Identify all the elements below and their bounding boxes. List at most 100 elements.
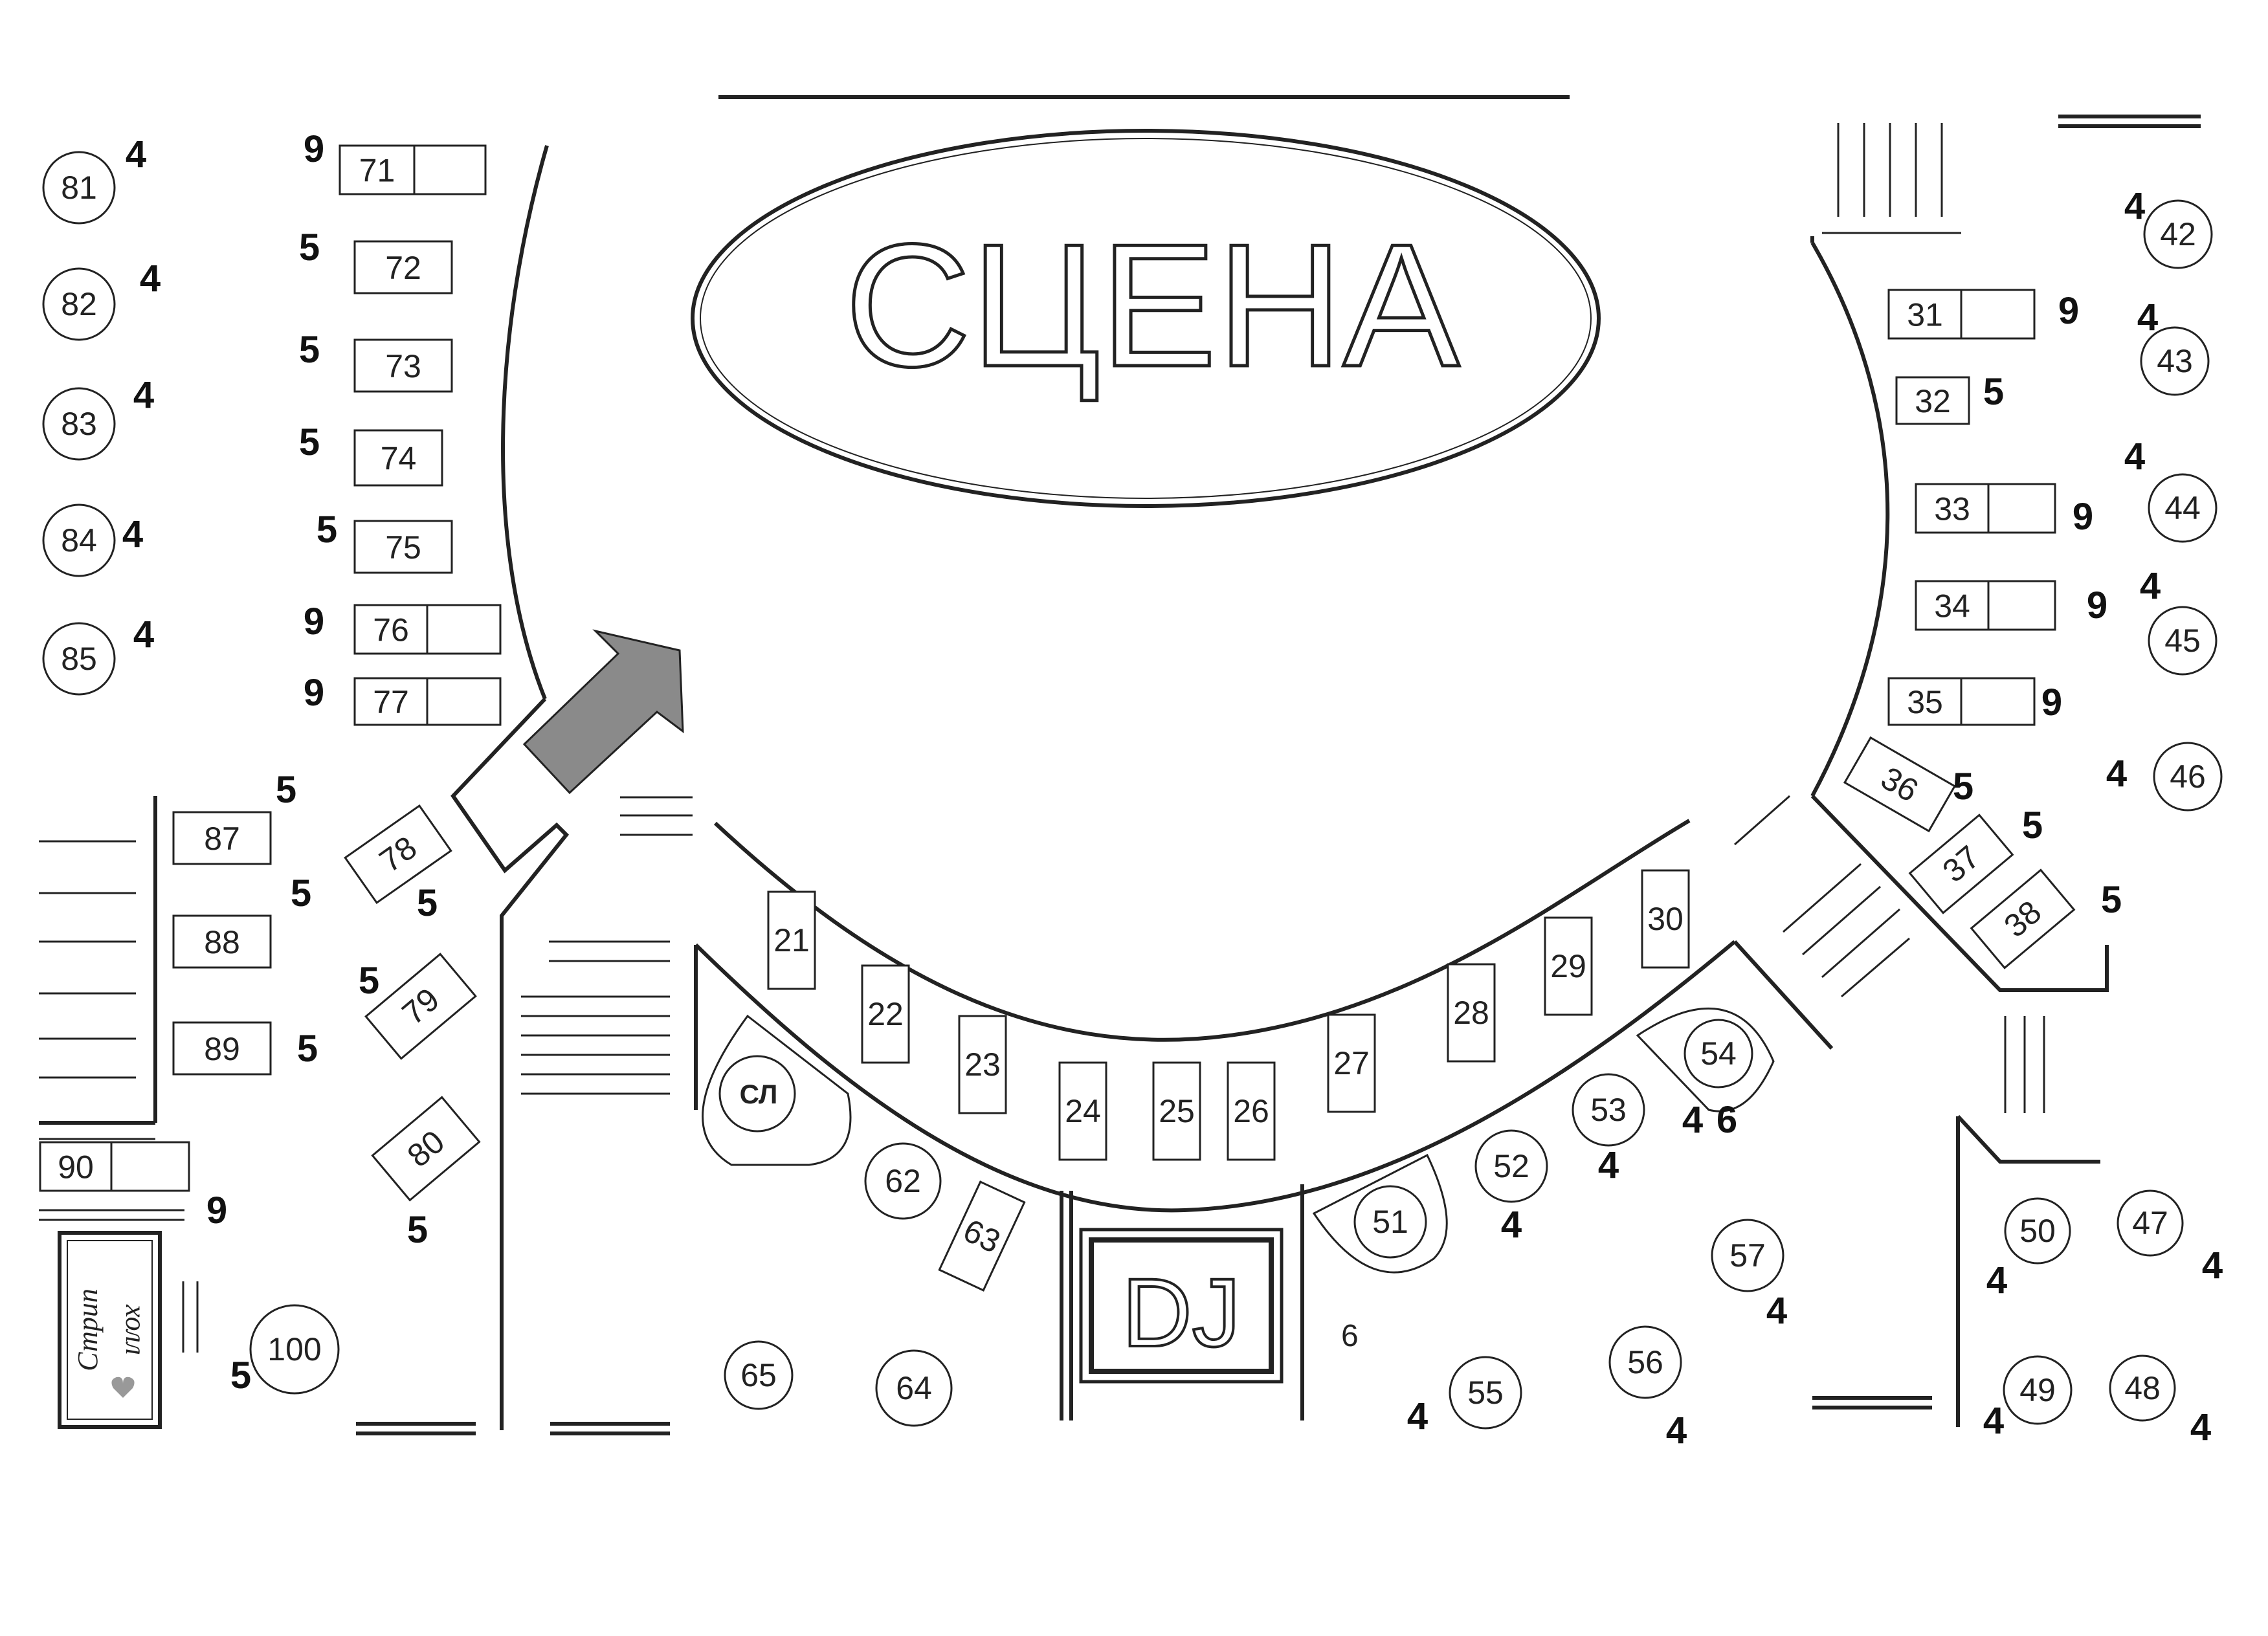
sl-booth[interactable]: СЛ (702, 1014, 852, 1166)
table-number: 27 (1333, 1045, 1370, 1081)
bottom-wall-b (550, 1422, 670, 1435)
table-31[interactable]: 31 9 (1887, 289, 2079, 340)
table-80[interactable]: 805 (371, 1096, 481, 1251)
table-number: 29 (1550, 948, 1586, 984)
circle-table-capacity: 4 (1682, 1099, 1703, 1141)
circle-table-43[interactable]: 434 (2137, 296, 2210, 396)
circle-table-capacity: 4 (2202, 1244, 2223, 1287)
circle-table-number: 47 (2132, 1205, 2168, 1241)
stage-label: СЦЕНА (845, 208, 1460, 403)
table-25[interactable]: 25 (1152, 1061, 1201, 1161)
circle-table-number: 53 (1590, 1092, 1627, 1128)
table-90[interactable]: 909 (39, 1141, 227, 1232)
circle-table-44[interactable]: 444 (2124, 436, 2218, 543)
table-capacity: 5 (359, 960, 379, 1002)
table-number: 28 (1453, 995, 1489, 1031)
table-24[interactable]: 24 (1058, 1061, 1107, 1161)
circle-table-49[interactable]: 494 (1983, 1355, 2073, 1442)
table-71[interactable]: 719 (304, 128, 487, 195)
circle-table-capacity: 4 (2140, 565, 2161, 607)
table-30[interactable]: 30 (1641, 869, 1690, 969)
circle-table-54[interactable]: 546 (1684, 1019, 1753, 1141)
table-74[interactable]: 745 (299, 421, 443, 487)
circle-table-46[interactable]: 464 (2106, 742, 2223, 812)
circle-table-62[interactable]: 62 (864, 1142, 942, 1220)
table-77[interactable]: 779 (304, 672, 502, 726)
table-87[interactable]: 875 (172, 769, 296, 865)
stage-front-edge (713, 819, 1691, 1042)
sl-label: СЛ (740, 1079, 778, 1109)
circle-table-number: 83 (61, 406, 97, 442)
circle-table-capacity: 4 (1666, 1409, 1687, 1452)
table-26[interactable]: 26 (1227, 1061, 1276, 1161)
dj-booth[interactable]: DJ (1079, 1228, 1284, 1384)
circle-table-57[interactable]: 574 (1711, 1219, 1787, 1332)
circle-table-48[interactable]: 484 (2109, 1354, 2211, 1448)
stairs-top-right (1822, 123, 1961, 234)
stairs-left-main (521, 940, 670, 1095)
circle-table-85[interactable]: 854 (42, 614, 154, 696)
circle-table-45[interactable]: 454 (2140, 565, 2218, 676)
table-72[interactable]: 725 (299, 227, 453, 294)
bottom-right-wall (1812, 1396, 1932, 1409)
table-number: 75 (385, 529, 421, 566)
stage[interactable]: СЦЕНА (691, 129, 1601, 508)
stairs-left-top (620, 796, 693, 836)
circle-table-capacity: 5 (230, 1354, 251, 1397)
table-number: 22 (867, 996, 904, 1032)
right-corner-wall (1810, 794, 2109, 992)
table-number: 35 (1907, 684, 1943, 720)
table-29[interactable]: 29 (1544, 916, 1593, 1016)
table-78[interactable]: 785 (344, 804, 452, 924)
circle-table-64[interactable]: 64 (875, 1349, 953, 1427)
circle-table-capacity: 4 (1983, 1400, 2004, 1442)
table-23[interactable]: 23 (958, 1015, 1007, 1114)
circle-table-56[interactable]: 564 (1608, 1325, 1687, 1452)
circle-table-55[interactable]: 554 (1407, 1356, 1522, 1437)
table-63[interactable]: 63 (938, 1180, 1026, 1292)
table-capacity: 9 (2058, 290, 2079, 332)
table-79[interactable]: 795 (359, 953, 477, 1060)
table-28[interactable]: 28 (1447, 963, 1496, 1063)
circle-table-82[interactable]: 824 (42, 258, 161, 341)
circle-table-42[interactable]: 424 (2124, 185, 2213, 269)
strip-hall[interactable]: Стрип холл (58, 1231, 162, 1429)
circle-table-83[interactable]: 834 (42, 374, 154, 461)
table-37[interactable]: 375 (1908, 804, 2043, 914)
circle-table-number: 62 (885, 1163, 921, 1199)
circle-table-capacity: 4 (1501, 1204, 1522, 1246)
left-stage-wall (501, 145, 549, 700)
circle-table-number: 84 (61, 522, 97, 558)
table-capacity: 9 (304, 601, 324, 643)
circle-table-capacity: 4 (140, 258, 161, 300)
table-27[interactable]: 27 (1327, 1013, 1376, 1113)
table-88[interactable]: 885 (172, 872, 311, 969)
table-73[interactable]: 735 (299, 329, 453, 393)
circle-table-number: 64 (896, 1370, 932, 1406)
circle-table-81[interactable]: 814 (42, 133, 146, 225)
circle-table-65[interactable]: 65 (724, 1340, 794, 1410)
circle-table-number: 52 (1493, 1148, 1529, 1184)
table90-wall (39, 1209, 184, 1221)
table-76[interactable]: 769 (304, 601, 502, 655)
table-capacity: 9 (2087, 584, 2107, 626)
circle-table-number: 56 (1627, 1344, 1663, 1380)
table-number: 31 (1907, 297, 1943, 333)
table-22[interactable]: 22 (861, 964, 910, 1064)
table-75[interactable]: 755 (317, 509, 453, 574)
table-21[interactable]: 21 (767, 890, 816, 990)
circle-table-53[interactable]: 53 4 (1572, 1073, 1703, 1147)
circle-table-47[interactable]: 47 4 (2117, 1189, 2223, 1287)
circle-table-50[interactable]: 504 (1986, 1197, 2071, 1301)
